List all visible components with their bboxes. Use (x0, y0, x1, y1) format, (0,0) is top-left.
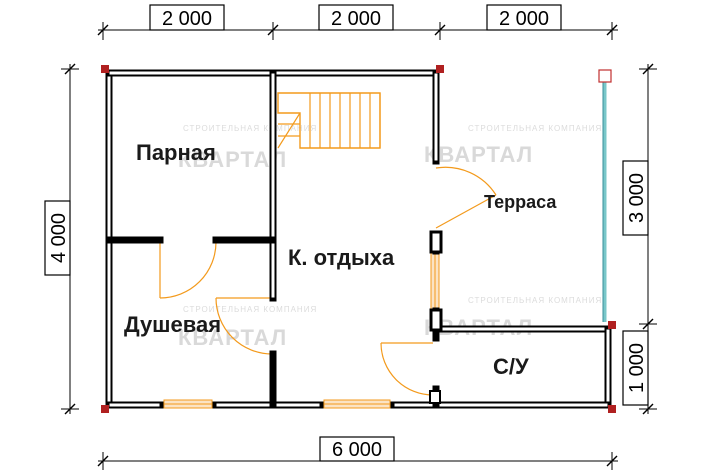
corner-marker (436, 65, 444, 73)
door-dushevaya-arc (215, 297, 273, 355)
dim-tick-top-1 (97, 24, 109, 36)
dim-box-right-upper (622, 160, 649, 236)
room-label-dushevaya: Душевая (124, 312, 221, 337)
stairs (277, 92, 381, 149)
stairs-outline (277, 92, 381, 149)
room-label-otdykha: К. отдыха (288, 245, 395, 270)
room-label-parnaya: Парная (136, 140, 216, 165)
watermark-small-3: СТРОИТЕЛЬНАЯ КОМПАНИЯ (183, 305, 317, 314)
corner-marker (608, 321, 616, 329)
stair-step (277, 112, 301, 149)
terrace-post (598, 69, 612, 83)
watermark-main-1: КВАРТАЛ (178, 147, 287, 172)
room-label-su: С/У (493, 354, 529, 379)
dim-box-top-3 (486, 4, 562, 31)
dim-tick-top-2 (267, 24, 279, 36)
dim-box-bottom (319, 436, 395, 462)
corner-marker (101, 405, 109, 413)
dim-label-top-3: 2 000 (499, 8, 549, 30)
watermark-small-2: СТРОИТЕЛЬНАЯ КОМПАНИЯ (468, 124, 602, 133)
dim-tick-bottom-2 (606, 455, 618, 467)
door-terrace-leaf (435, 194, 497, 229)
pier-block (429, 308, 443, 332)
door-su-arc (380, 342, 434, 396)
dim-label-bottom: 6 000 (332, 439, 382, 461)
dim-box-left (44, 200, 71, 276)
corner-marker (101, 65, 109, 73)
dim-label-right-upper: 3 000 (626, 173, 648, 223)
dimensions: 2 000 2 000 2 000 6 000 4 000 3 000 1 00… (44, 4, 657, 470)
doors (159, 166, 497, 396)
dim-tick-right-2 (642, 318, 654, 330)
dim-tick-top-3 (434, 24, 446, 36)
dim-tick-right-3 (642, 403, 654, 415)
dim-label-top-1: 2 000 (162, 8, 212, 30)
dim-tick-top-4 (606, 24, 618, 36)
dim-label-top-2: 2 000 (331, 8, 381, 30)
door-parnaya-arc (159, 241, 217, 299)
pier-block (429, 390, 441, 404)
room-label-terrasa: Терраса (484, 192, 557, 212)
piers (429, 230, 443, 404)
windows (163, 250, 440, 409)
dim-label-left: 4 000 (48, 213, 70, 263)
corner-marker (608, 405, 616, 413)
room-labels: Парная Душевая К. отдыха Терраса С/У (124, 140, 557, 379)
watermark-small-4: СТРОИТЕЛЬНАЯ КОМПАНИЯ (468, 296, 602, 305)
door-terrace-arc (435, 166, 497, 196)
dim-tick-left-1 (64, 63, 76, 75)
watermark-main-2: КВАРТАЛ (424, 142, 533, 167)
dim-tick-left-2 (64, 403, 76, 415)
walls (105, 69, 612, 409)
dim-box-top-1 (149, 4, 225, 31)
watermark-small-1: СТРОИТЕЛЬНАЯ КОМПАНИЯ (183, 124, 317, 133)
terrace-glazing (598, 69, 612, 322)
dim-box-top-2 (318, 4, 394, 31)
dim-tick-right-1 (642, 63, 654, 75)
dim-tick-bottom-1 (97, 455, 109, 467)
pier-block (429, 230, 443, 254)
dim-label-right-lower: 1 000 (626, 343, 648, 393)
corner-markers (101, 65, 616, 413)
dim-box-right-lower (622, 330, 649, 406)
